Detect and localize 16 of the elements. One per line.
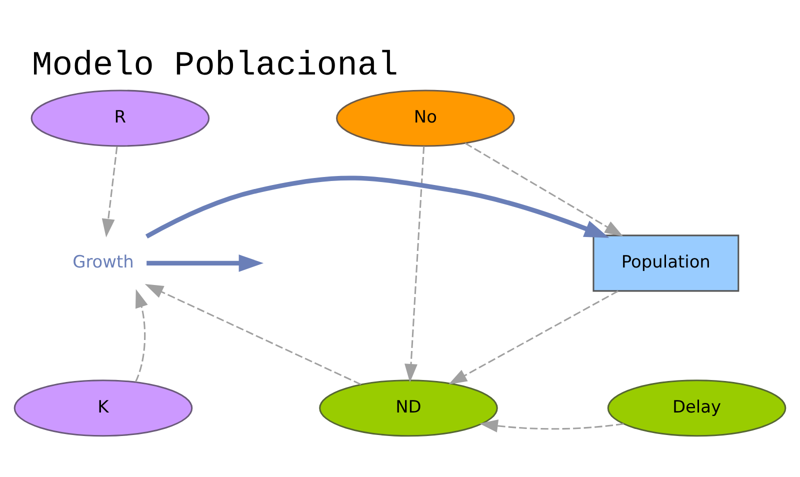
arrow (448, 290, 618, 384)
arrow (144, 284, 362, 386)
node-ellipse: No (336, 90, 515, 147)
arrow (464, 142, 624, 236)
node-ellipse: R (30, 90, 210, 147)
node-ellipse: K (14, 380, 193, 437)
arrow (404, 146, 425, 382)
arrow (479, 419, 624, 432)
arrow (102, 146, 118, 238)
node-box: Population (592, 234, 740, 292)
arrow (146, 254, 264, 272)
node-text: Growth (72, 251, 134, 272)
node-ellipse: Delay (607, 380, 786, 437)
diagram-title: Modelo Poblacional (32, 47, 398, 86)
arrow (134, 289, 148, 382)
arrow (145, 176, 610, 238)
